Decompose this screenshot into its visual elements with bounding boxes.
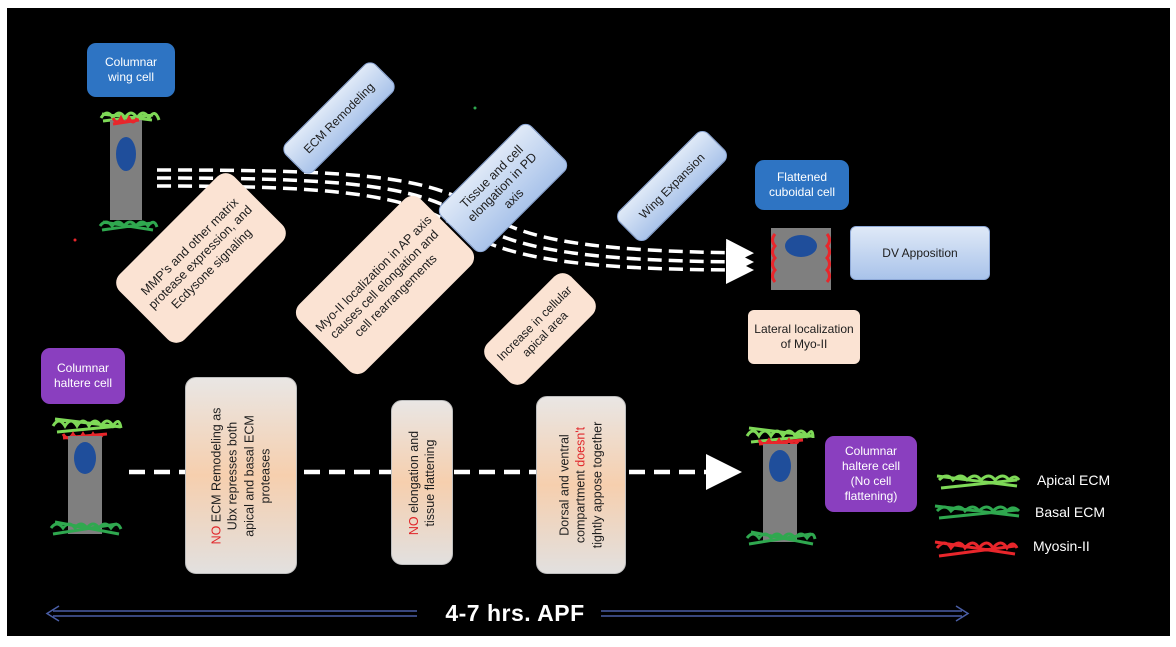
no-ecm-box: NO ECM Remodeling as Ubx represses both … <box>185 377 297 574</box>
dorsal-ventral-line3: tightly appose together <box>590 421 605 549</box>
speck-green <box>473 106 477 110</box>
myosin-cuboidal-left <box>771 233 777 283</box>
no-ecm-line3: apical and basal ECM <box>242 414 256 537</box>
haltere-cell-left <box>49 417 123 536</box>
no-ecm-line1: NO ECM Remodeling as <box>209 407 224 544</box>
speck-red <box>73 238 77 242</box>
wing-arrow-3 <box>156 184 754 284</box>
no-elongation-line2: tissue flattening <box>423 439 437 526</box>
flattened-cuboidal-box: Flattened cuboidal cell <box>755 160 849 210</box>
cuboidal-cell <box>771 228 831 290</box>
no-ecm-line4: proteases <box>258 448 273 503</box>
dv-apposition-box: DV Apposition <box>850 226 990 280</box>
no-ecm-line2: Ubx represses both <box>225 421 240 530</box>
legend-swatch-apical <box>936 474 1021 490</box>
columnar-haltere-cell-label: Columnar haltere cell <box>53 361 113 390</box>
dorsal-ventral-box: Dorsal and ventral compartment doesn't t… <box>536 396 626 574</box>
myosin-cuboidal-right <box>825 233 831 283</box>
timeline-label: 4-7 hrs. APF <box>445 600 585 626</box>
flattened-cuboidal-label: Flattened cuboidal cell <box>768 170 836 199</box>
apical-ecm-haltere-left <box>51 417 123 434</box>
timeline-arrow <box>45 605 970 622</box>
dv-apposition-label: DV Apposition <box>882 245 958 260</box>
haltere-cell-right <box>745 426 817 546</box>
lateral-myo-box: Lateral localization of Myo-II <box>748 310 860 364</box>
nucleus-haltere-left <box>74 442 96 474</box>
legend-swatch-basal <box>934 504 1021 520</box>
nucleus-cuboidal <box>785 235 817 257</box>
columnar-haltere-cell-box: Columnar haltere cell <box>41 348 125 404</box>
columnar-haltere-no-flattening-label: Columnar haltere cell (No cell flattenin… <box>841 444 901 503</box>
myosin-haltere-right <box>757 437 804 446</box>
nucleus-wing-left <box>116 137 136 171</box>
legend-swatches <box>934 474 1021 558</box>
basal-ecm-wing-left <box>98 220 159 232</box>
lateral-myo-label: Lateral localization of Myo-II <box>754 322 854 351</box>
no-elongation-text: NO elongation and tissue flattening <box>406 430 439 534</box>
diagram-canvas: Columnar wing cell ECM Remodeling Tissue… <box>7 8 1170 636</box>
myosin-wing-left <box>111 114 140 126</box>
columnar-wing-cell-box: Columnar wing cell <box>87 43 175 97</box>
dorsal-ventral-line1: Dorsal and ventral <box>557 434 572 536</box>
basal-ecm-haltere-right <box>745 530 817 546</box>
dorsal-ventral-text: Dorsal and ventral compartment doesn't t… <box>557 422 606 548</box>
columnar-haltere-no-flattening-box: Columnar haltere cell (No cell flattenin… <box>825 436 917 512</box>
dorsal-ventral-line2: compartment doesn't <box>573 426 588 544</box>
wing-cell-left <box>98 111 161 232</box>
no-elongation-line1: NO elongation and <box>406 430 421 535</box>
no-elongation-box: NO elongation and tissue flattening <box>391 400 453 565</box>
legend-swatch-myosin <box>934 540 1019 558</box>
no-ecm-text: NO ECM Remodeling as Ubx represses both … <box>209 407 274 544</box>
nucleus-haltere-right <box>769 450 791 482</box>
legend-basal-ecm-label: Basal ECM <box>1035 504 1106 520</box>
legend-apical-ecm-label: Apical ECM <box>1037 472 1111 488</box>
columnar-wing-cell-label: Columnar wing cell <box>104 55 158 84</box>
legend-myosin-label: Myosin-II <box>1033 538 1090 554</box>
basal-ecm-haltere-left <box>49 520 123 536</box>
